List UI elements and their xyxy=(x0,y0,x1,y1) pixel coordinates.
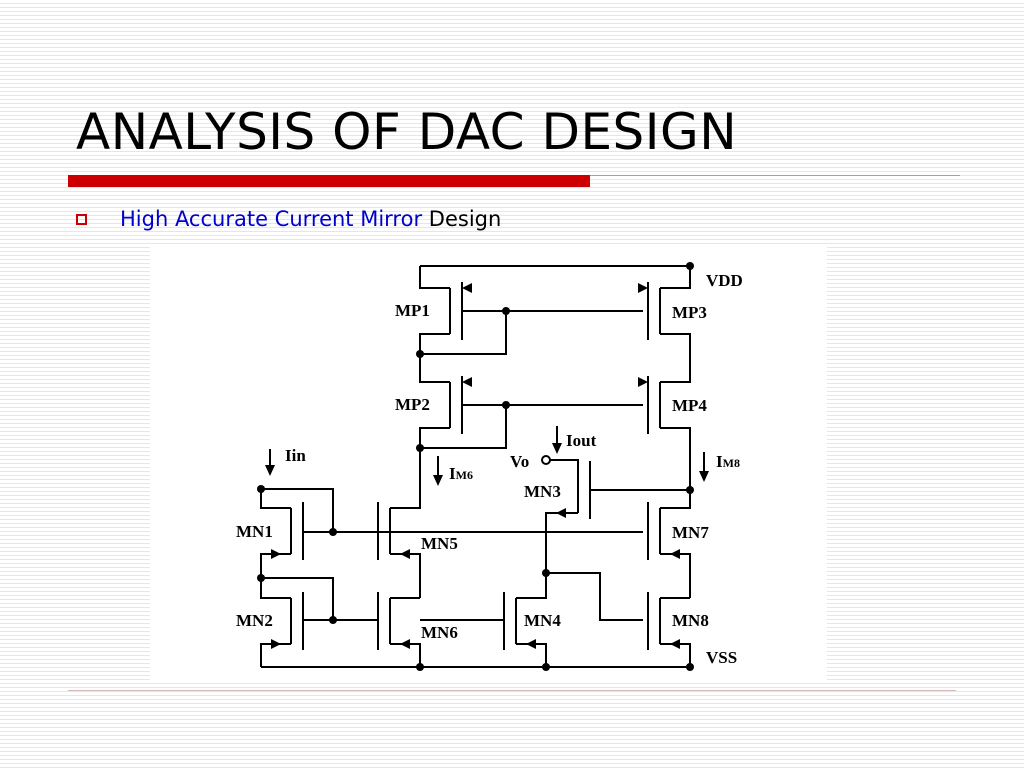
mn2-label: MN2 xyxy=(236,611,273,630)
schematic-labels: VDD MP1 MP2 MP3 MP4 MN1 MN2 MN3 MN4 MN5 … xyxy=(236,271,743,667)
mn3-label: MN3 xyxy=(524,482,561,501)
title-underline-rule xyxy=(590,175,960,176)
vo-terminal xyxy=(541,455,551,465)
vo-label: Vo xyxy=(510,452,529,471)
im8-main: I xyxy=(716,452,723,471)
bullet-rest-text: Design xyxy=(428,207,502,231)
mn5-label: MN5 xyxy=(421,534,458,553)
iin-label: Iin xyxy=(285,446,306,465)
footer-divider xyxy=(68,690,956,691)
schematic-svg: VDD MP1 MP2 MP3 MP4 MN1 MN2 MN3 MN4 MN5 … xyxy=(236,262,743,671)
mn8-label: MN8 xyxy=(672,611,709,630)
im6-main: I xyxy=(449,464,456,483)
iout-label: Iout xyxy=(566,431,597,450)
mp1-label: MP1 xyxy=(395,301,430,320)
mn1-label: MN1 xyxy=(236,522,273,541)
im6-label: IM6 xyxy=(449,464,473,483)
mn4-label: MN4 xyxy=(524,611,561,630)
schematic-wires xyxy=(260,265,705,668)
slide-title: ANALYSIS OF DAC DESIGN xyxy=(76,103,738,161)
im6-sub: M6 xyxy=(456,468,473,482)
schematic-arrows xyxy=(265,283,709,649)
circuit-schematic: VDD MP1 MP2 MP3 MP4 MN1 MN2 MN3 MN4 MN5 … xyxy=(150,244,827,680)
bullet-highlight-text: High Accurate Current Mirror xyxy=(120,207,423,231)
bullet-text: High Accurate Current Mirror Design xyxy=(120,207,501,231)
im8-sub: M8 xyxy=(723,456,740,470)
im8-label: IM8 xyxy=(716,452,740,471)
mn7-label: MN7 xyxy=(672,523,709,542)
mp2-label: MP2 xyxy=(395,395,430,414)
mp3-label: MP3 xyxy=(672,303,707,322)
schematic-nodes xyxy=(257,262,694,671)
square-bullet-icon xyxy=(76,213,87,225)
title-underline-bar xyxy=(68,175,590,187)
bullet-item: High Accurate Current Mirror Design xyxy=(76,204,501,234)
mp4-label: MP4 xyxy=(672,396,707,415)
vss-label: VSS xyxy=(706,648,737,667)
mn6-label: MN6 xyxy=(421,623,458,642)
vdd-label: VDD xyxy=(706,271,743,290)
